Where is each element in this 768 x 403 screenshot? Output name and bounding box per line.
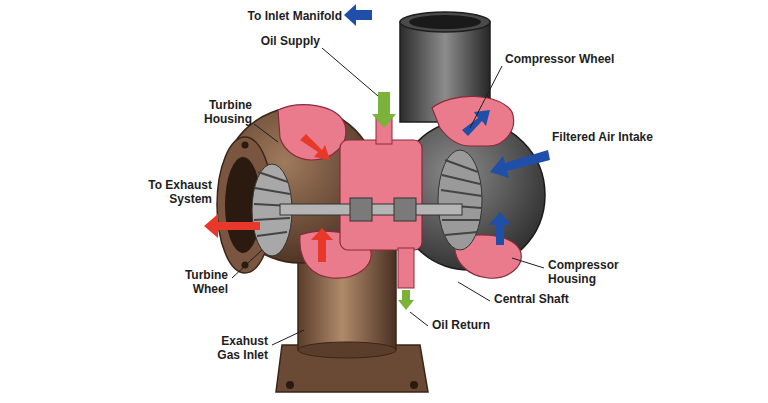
compressor-wheel <box>438 150 482 250</box>
part-label: To Inlet Manifold <box>218 9 342 23</box>
part-label: Central Shaft <box>494 292 594 306</box>
part-label: Turbine Wheel <box>150 268 228 296</box>
part-label: Oil Supply <box>248 34 320 48</box>
part-label: Filtered Air Intake <box>552 130 682 144</box>
part-label: To Exhaust System <box>130 178 212 206</box>
center-housing <box>280 118 462 288</box>
part-label: Turbine Housing <box>186 98 252 126</box>
part-label: Exahust Gas Inlet <box>204 334 268 362</box>
flow-arrows <box>204 4 550 310</box>
part-label: Oil Return <box>432 318 512 332</box>
part-label: Compressor Wheel <box>505 52 635 66</box>
part-label: Compressor Housing <box>548 258 628 286</box>
